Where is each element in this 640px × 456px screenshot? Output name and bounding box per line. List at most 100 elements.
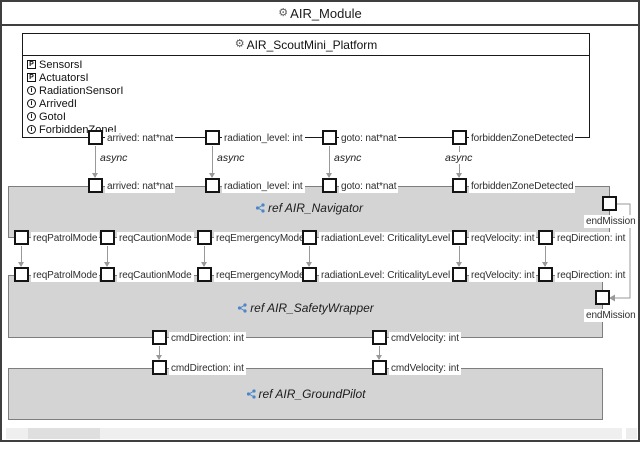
- port-label: cmdDirection: int: [169, 332, 246, 345]
- block-air-scoutmini-platform[interactable]: ⚙ AIR_ScoutMini_Platform P SensorsI P Ac…: [22, 33, 590, 138]
- async-label: async: [99, 152, 129, 164]
- port-cmddirection-ground[interactable]: [152, 360, 167, 375]
- interface-circle-icon: i: [27, 112, 36, 121]
- port-endmission-safety[interactable]: [595, 290, 610, 305]
- port-label: endMission: [584, 215, 638, 228]
- port-label: cmdVelocity: int: [389, 332, 461, 345]
- interface-label: GotoI: [39, 110, 66, 123]
- block-air-safetywrapper[interactable]: ref AIR_SafetyWrapper: [8, 275, 603, 338]
- port-reqemergency-navigator[interactable]: [197, 230, 212, 245]
- port-label: reqEmergencyMode: [214, 232, 307, 245]
- port-radiation-platform[interactable]: [205, 130, 220, 145]
- port-reqpatrol-navigator[interactable]: [14, 230, 29, 245]
- port-radiation-navigator[interactable]: [205, 178, 220, 193]
- port-reqdirection-navigator[interactable]: [538, 230, 553, 245]
- async-connector-arrow[interactable]: [92, 146, 98, 178]
- port-label: reqVelocity: int: [469, 232, 537, 245]
- connector-arrow[interactable]: [104, 246, 110, 267]
- port-label: goto: nat*nat: [339, 132, 399, 145]
- port-label: cmdDirection: int: [169, 362, 246, 375]
- interface-label: ActuatorsI: [39, 71, 89, 84]
- list-item-actuatorsi[interactable]: P ActuatorsI: [27, 71, 589, 84]
- interface-circle-icon: i: [27, 125, 36, 134]
- endmission-connector[interactable]: [595, 196, 640, 308]
- navigator-ref-label: ref AIR_Navigator: [9, 201, 609, 215]
- port-radiationlevel-navigator[interactable]: [302, 230, 317, 245]
- port-reqcaution-safety[interactable]: [100, 267, 115, 282]
- port-label: reqPatrolMode: [31, 232, 100, 245]
- list-item-sensorsi[interactable]: P SensorsI: [27, 58, 589, 71]
- port-label: reqVelocity: int: [469, 269, 537, 282]
- async-label: async: [444, 152, 474, 164]
- port-radiationlevel-safety[interactable]: [302, 267, 317, 282]
- connector-arrow[interactable]: [18, 246, 24, 267]
- list-item-arrivedi[interactable]: i ArrivedI: [27, 97, 589, 110]
- port-label: goto: nat*nat: [339, 180, 399, 193]
- connector-arrow[interactable]: [542, 246, 548, 267]
- port-arrived-navigator[interactable]: [88, 178, 103, 193]
- connector-arrow[interactable]: [156, 346, 162, 360]
- horizontal-scrollbar[interactable]: [6, 428, 622, 439]
- port-label: forbiddenZoneDetected: [469, 180, 576, 193]
- ref-share-icon: [246, 389, 256, 399]
- interface-label: RadiationSensorI: [39, 84, 124, 97]
- port-label: radiationLevel: CriticalityLevel: [319, 269, 453, 282]
- ref-share-icon: [255, 203, 265, 213]
- port-label: arrived: nat*nat: [105, 180, 176, 193]
- horizontal-scrollbar-thumb[interactable]: [28, 428, 100, 439]
- port-goto-navigator[interactable]: [322, 178, 337, 193]
- port-cmdvelocity-ground[interactable]: [372, 360, 387, 375]
- async-label: async: [216, 152, 246, 164]
- port-reqpatrol-safety[interactable]: [14, 267, 29, 282]
- connector-arrow[interactable]: [456, 246, 462, 267]
- port-reqcaution-navigator[interactable]: [100, 230, 115, 245]
- port-label: endMission: [584, 309, 638, 322]
- port-label: reqEmergencyMode: [214, 269, 307, 282]
- port-arrived-platform[interactable]: [88, 130, 103, 145]
- port-endmission-navigator[interactable]: [602, 196, 617, 211]
- list-item-radiationsensori[interactable]: i RadiationSensorI: [27, 84, 589, 97]
- safetywrapper-ref-text: ref AIR_SafetyWrapper: [250, 301, 374, 315]
- ref-share-icon: [238, 303, 247, 313]
- port-forbiddenzone-platform[interactable]: [452, 130, 467, 145]
- gear-icon: ⚙: [234, 38, 245, 50]
- port-cmdvelocity-safety[interactable]: [372, 330, 387, 345]
- port-reqdirection-safety[interactable]: [538, 267, 553, 282]
- port-reqvelocity-safety[interactable]: [452, 267, 467, 282]
- safetywrapper-ref-label: ref AIR_SafetyWrapper: [9, 301, 602, 315]
- groundpilot-ref-label: ref AIR_GroundPilot: [9, 387, 602, 401]
- provided-port-icon: P: [27, 60, 36, 69]
- port-forbiddenzone-navigator[interactable]: [452, 178, 467, 193]
- port-cmddirection-safety[interactable]: [152, 330, 167, 345]
- connector-arrow[interactable]: [306, 246, 312, 267]
- list-item-gotoi[interactable]: i GotoI: [27, 110, 589, 123]
- scrollbar-corner: [626, 428, 637, 439]
- interface-list: P SensorsI P ActuatorsI i RadiationSenso…: [23, 56, 589, 136]
- port-label: reqPatrolMode: [31, 269, 100, 282]
- provided-port-icon: P: [27, 73, 36, 82]
- port-label: reqCautionMode: [117, 232, 194, 245]
- interface-circle-icon: i: [27, 86, 36, 95]
- port-label: arrived: nat*nat: [105, 132, 176, 145]
- port-label: reqDirection: int: [555, 269, 628, 282]
- interface-label: ArrivedI: [39, 97, 77, 110]
- async-connector-arrow[interactable]: [209, 146, 215, 178]
- port-label: radiationLevel: CriticalityLevel: [319, 232, 453, 245]
- connector-arrow[interactable]: [376, 346, 382, 360]
- diagram-title-bar: ⚙ AIR_Module: [2, 2, 638, 26]
- async-label: async: [333, 152, 363, 164]
- port-label: reqDirection: int: [555, 232, 628, 245]
- port-label: cmdVelocity: int: [389, 362, 461, 375]
- connector-arrow[interactable]: [201, 246, 207, 267]
- groundpilot-ref-text: ref AIR_GroundPilot: [258, 387, 366, 401]
- interface-label: SensorsI: [39, 58, 83, 71]
- port-label: reqCautionMode: [117, 269, 194, 282]
- port-reqemergency-safety[interactable]: [197, 267, 212, 282]
- block-air-navigator[interactable]: ref AIR_Navigator: [8, 186, 610, 238]
- port-reqvelocity-navigator[interactable]: [452, 230, 467, 245]
- port-goto-platform[interactable]: [322, 130, 337, 145]
- block-air-groundpilot[interactable]: ref AIR_GroundPilot: [8, 368, 603, 420]
- async-connector-arrow[interactable]: [326, 146, 332, 178]
- port-label: radiation_level: int: [222, 180, 305, 193]
